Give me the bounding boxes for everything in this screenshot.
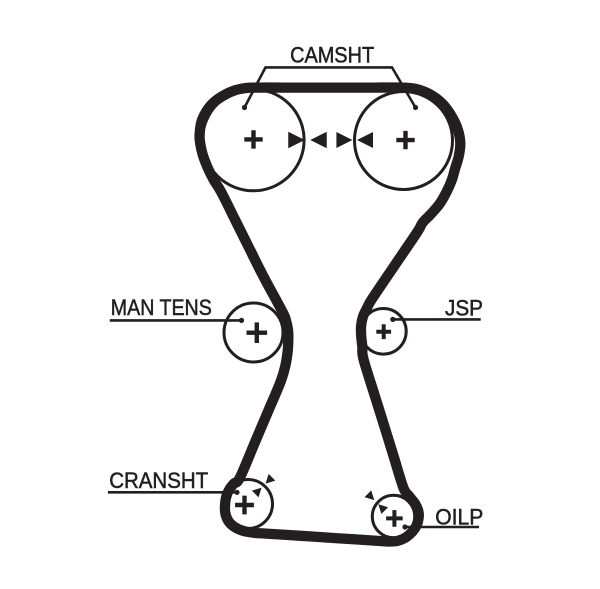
camshaft-right-circle (353, 90, 454, 191)
camshaft-right-mark (336, 132, 373, 148)
camshafts-leader (241, 66, 419, 111)
manual-tensioner-label: MAN TENS (111, 295, 212, 320)
crankshaft-center-cross (235, 495, 254, 515)
camshaft-left-mark-inner-triangle (288, 131, 305, 149)
camshaft-right-center-cross (396, 130, 415, 150)
oil-pump-label: OILP (435, 505, 483, 530)
crankshaft-mark (251, 473, 276, 498)
pulley-crankshaft (222, 478, 274, 530)
mark-group (251, 131, 389, 514)
oil-pump-mark-outer-triangle (364, 490, 375, 501)
oil-pump-leader-dot (402, 524, 408, 530)
label-group: CAMSHT MAN TENS JSP CRANSHT OILP (109, 42, 484, 530)
jockey-pulley-center-cross (376, 324, 392, 340)
crankshaft-circle (222, 478, 274, 530)
jockey-pulley-leader-dot (390, 316, 396, 322)
camshafts-label: CAMSHT (290, 42, 374, 67)
jockey-pulley-label: JSP (445, 296, 483, 321)
jockey-pulley-leader (390, 316, 481, 322)
timing-belt (194, 82, 466, 547)
crankshaft-mark-inner-triangle (251, 487, 262, 498)
camshafts-leader-line (243, 66, 417, 109)
leader-group (107, 66, 481, 530)
crankshaft-leader-dot (234, 489, 240, 495)
camshafts-leader-dot (412, 104, 419, 111)
camshaft-left-mark-outer-triangle (310, 131, 327, 149)
camshafts-leader-dot (241, 104, 248, 111)
camshaft-right-mark-inner-triangle (357, 132, 373, 148)
manual-tensioner-leader (109, 317, 245, 323)
crankshaft-label: CRANSHT (109, 468, 208, 493)
oil-pump-center-cross (386, 510, 403, 527)
crankshaft-mark-outer-triangle (265, 473, 276, 484)
oil-pump-circle (370, 493, 417, 540)
pulley-camshaft-right (353, 90, 454, 191)
oil-pump-mark-inner-triangle (378, 504, 389, 514)
manual-tensioner-center-cross (246, 322, 268, 343)
manual-tensioner-leader-dot (238, 317, 245, 323)
pulley-group (201, 87, 454, 540)
crankshaft-leader (107, 489, 240, 495)
belt-group (194, 82, 466, 547)
oil-pump-mark (364, 490, 389, 514)
jockey-pulley-circle (359, 307, 408, 356)
oil-pump-leader (402, 524, 479, 530)
pulley-jockey-pulley (359, 307, 408, 356)
camshaft-right-mark-outer-triangle (336, 132, 353, 148)
manual-tensioner-circle (222, 301, 285, 364)
pulley-oil-pump (370, 493, 417, 540)
pulley-manual-tensioner (222, 301, 285, 364)
camshaft-left-center-cross (244, 130, 263, 149)
camshaft-left-mark (288, 131, 327, 149)
